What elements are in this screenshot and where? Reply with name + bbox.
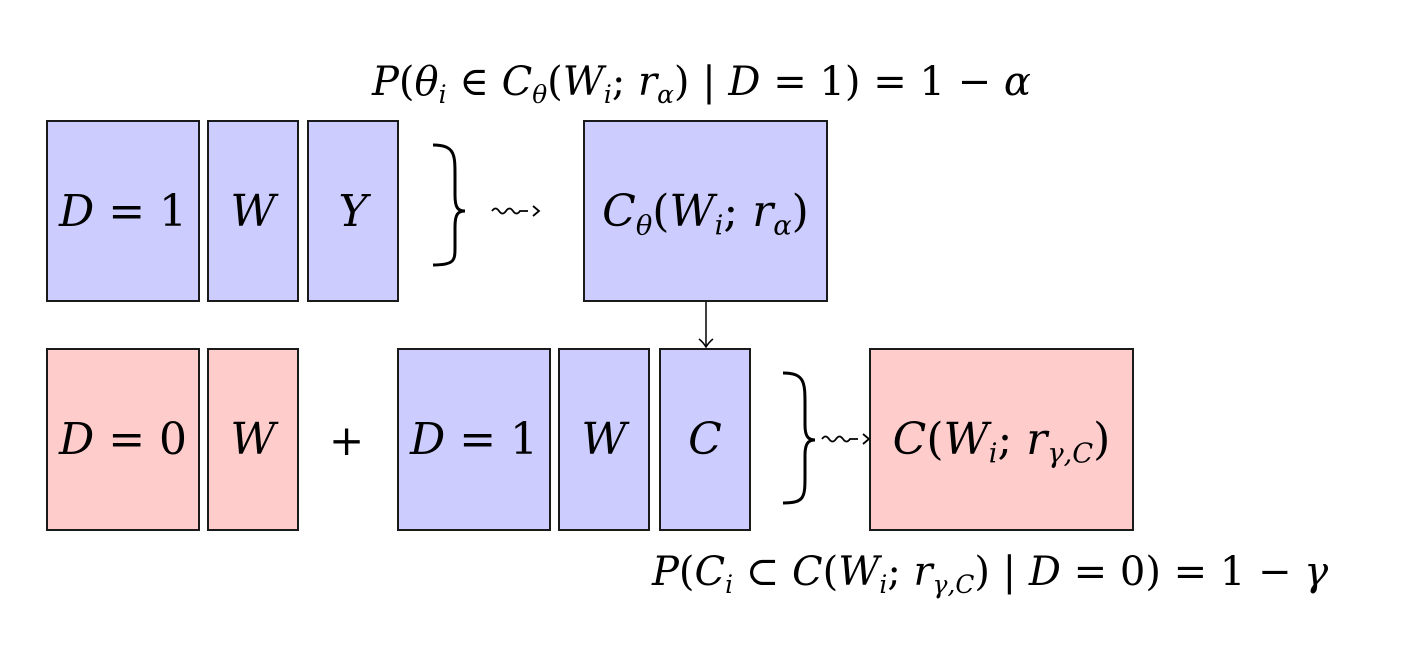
- bottom-equation: P(Ci ⊂ C(Wi; rγ,C) | D = 0) = 1 − γ: [652, 549, 1329, 599]
- row2-box-w-blue: W: [558, 348, 650, 531]
- row2-box-w-red: W: [207, 348, 299, 531]
- leads-to-arrow-row2: [821, 433, 871, 445]
- row1-box-w: W: [207, 120, 299, 302]
- leads-to-arrow-row1: [491, 205, 541, 217]
- top-equation: P(θi ∈ Cθ(Wi; rα) | D = 1) = 1 − α: [372, 59, 1031, 109]
- row2-box-d1: D = 1: [397, 348, 551, 531]
- brace-row2: [782, 371, 816, 505]
- row2-box-d0: D = 0: [46, 348, 200, 531]
- row1-output-c-theta: Cθ(Wi; rα): [583, 120, 828, 302]
- connector-arrow: [698, 302, 714, 349]
- row2-box-c: C: [659, 348, 751, 531]
- row1-box-d1: D = 1: [46, 120, 200, 302]
- brace-row1: [432, 143, 466, 267]
- row2-output-c-gamma: C(Wi; rγ,C): [869, 348, 1134, 531]
- row1-box-y: Y: [307, 120, 399, 302]
- plus-sign: +: [329, 416, 365, 465]
